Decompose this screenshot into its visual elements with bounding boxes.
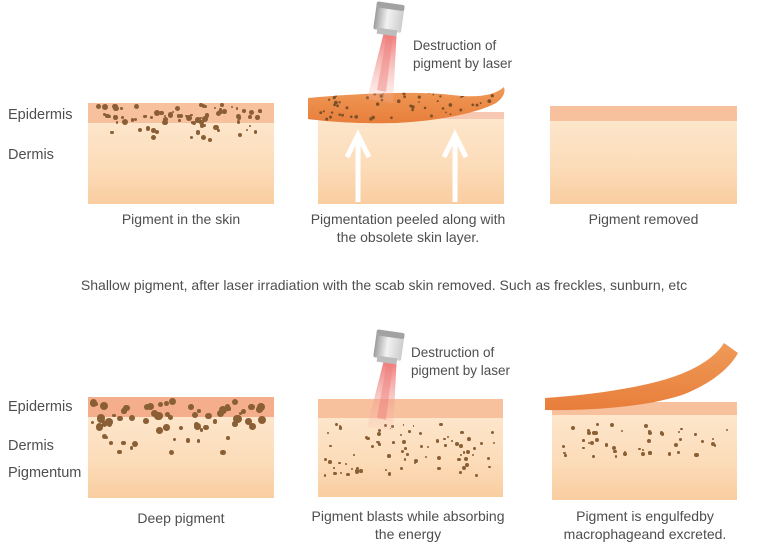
- laser-handpiece-icon: [367, 1, 405, 103]
- laser-beam: [367, 354, 397, 431]
- epidermis-layer: [550, 106, 737, 121]
- dermis-layer: [550, 121, 737, 204]
- peeling-scab-layer: [545, 343, 738, 411]
- label-epidermis-top: Epidermis: [8, 107, 73, 123]
- peeling-scab-layer: [308, 87, 505, 124]
- row-note: Shallow pigment, after laser irradiation…: [80, 277, 688, 293]
- laser-label-bottom: Destruction of pigment by laser: [411, 345, 511, 378]
- epidermis-layer: [88, 103, 274, 123]
- epidermis-layer: [318, 399, 503, 418]
- laser-handpiece-icon: [367, 329, 405, 431]
- label-dermis-bottom: Dermis: [8, 438, 54, 454]
- caption-deep-pigment: Deep pigment: [137, 510, 225, 526]
- skin-block-deep-pigment: [88, 397, 274, 498]
- label-epidermis-bottom: Epidermis: [8, 399, 73, 415]
- caption-pigment-excreted: Pigment is engulfedby macrophageand excr…: [563, 508, 727, 543]
- label-dermis-top: Dermis: [8, 147, 54, 163]
- laser-label-top: Destruction of pigment by laser: [413, 38, 513, 71]
- epidermis-layer: [88, 397, 274, 417]
- skin-block-pigment-in-skin: [88, 102, 274, 204]
- up-arrow-icon: [344, 129, 372, 202]
- skin-block-pigment-excreted: [552, 402, 737, 500]
- skin-block-pigment-removed: [550, 106, 737, 204]
- laser-beam: [367, 26, 397, 103]
- laser-head: [373, 1, 405, 37]
- caption-pigment-removed: Pigment removed: [588, 211, 699, 227]
- caption-peeled: Pigmentation peeled along with the obsol…: [310, 211, 506, 246]
- dermis-layer: [318, 119, 504, 204]
- dermis-layer: [552, 415, 737, 500]
- caption-pigment-in-skin: Pigment in the skin: [121, 211, 241, 227]
- caption-pigment-blasts: Pigment blasts while absorbing the energ…: [311, 508, 505, 543]
- label-pigmentum: Pigmentum: [8, 465, 82, 481]
- up-arrow-icon: [441, 129, 469, 202]
- dermis-layer: [88, 417, 274, 498]
- dermis-layer: [88, 123, 274, 204]
- laser-head: [373, 329, 405, 365]
